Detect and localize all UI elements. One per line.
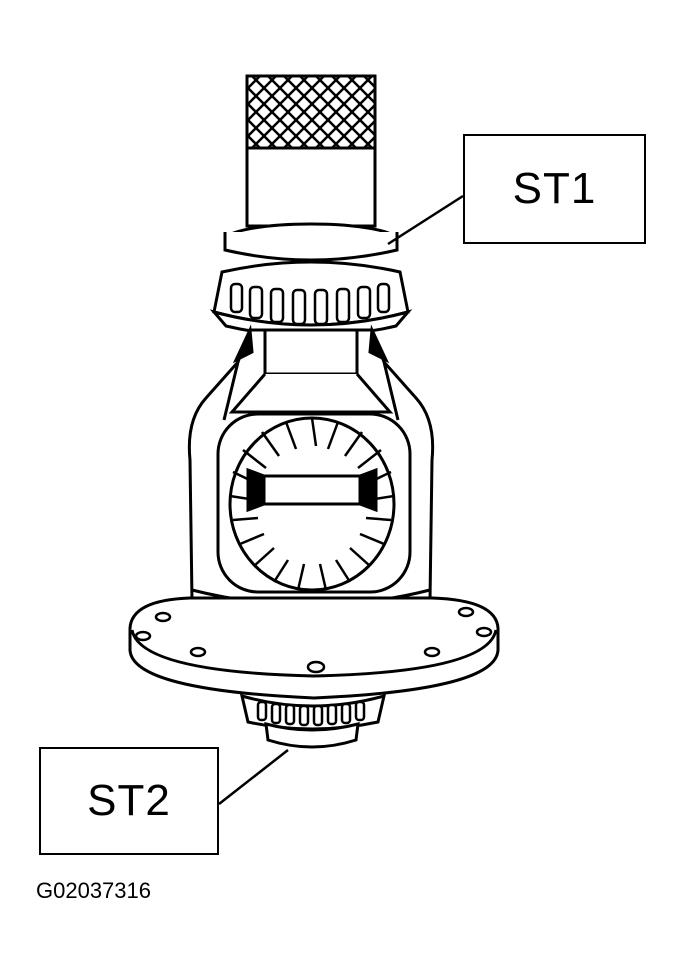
st1-leader-line	[387, 194, 464, 246]
spacer-ring	[223, 222, 399, 262]
upper-bearing-rollers	[229, 282, 391, 326]
ring-gear-teeth	[229, 417, 395, 591]
tool-shaft	[245, 74, 377, 228]
st2-leader-line	[218, 749, 289, 805]
tool-st2	[264, 721, 360, 749]
flange-bolt-holes	[134, 606, 493, 674]
st2-callout-label: ST2	[39, 747, 219, 855]
pinion-shaft	[246, 467, 378, 513]
mounting-flange	[128, 596, 500, 700]
figure-id: G02037316	[36, 878, 151, 903]
leader-lines	[218, 194, 464, 805]
st1-callout-label: ST1	[463, 134, 646, 244]
lower-bearing-rollers	[256, 700, 366, 727]
